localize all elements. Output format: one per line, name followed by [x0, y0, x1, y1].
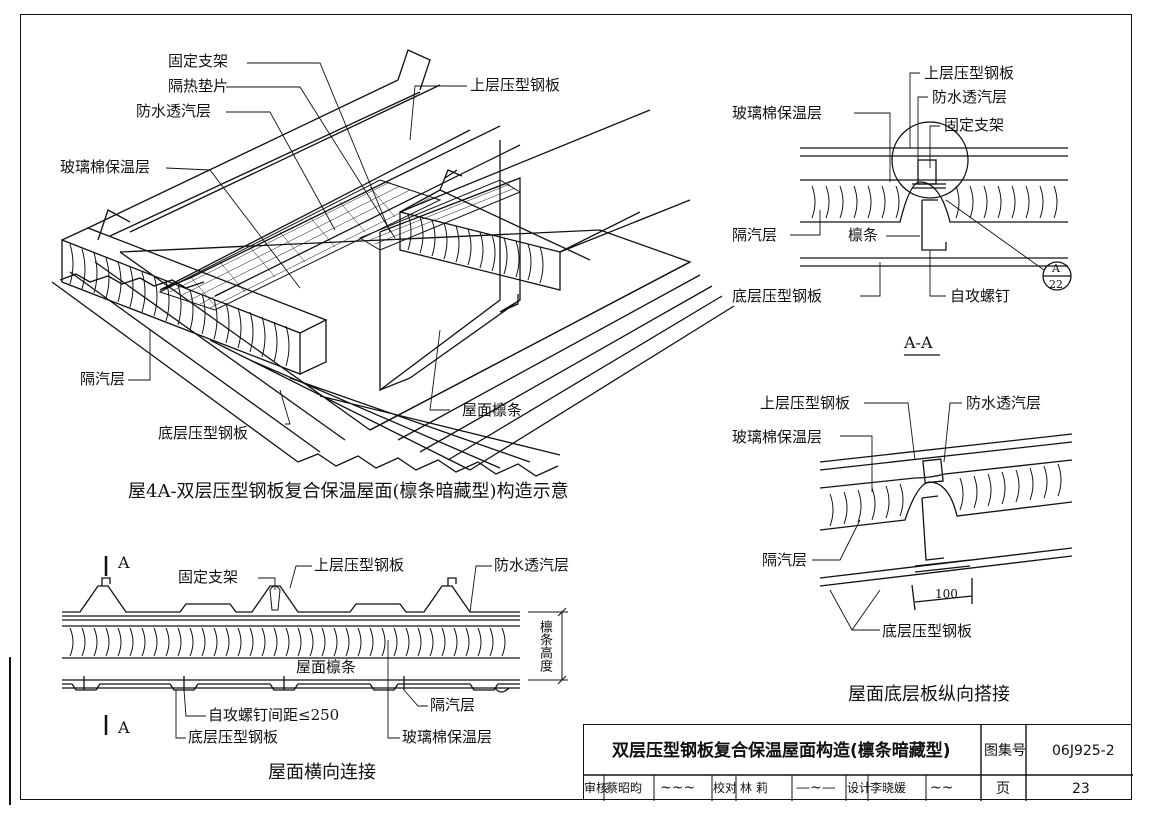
page-number: 23 [1072, 781, 1090, 797]
drawing-frame [20, 14, 1132, 800]
main-caption: 屋4A-双层压型钢板复合保温屋面(檩条暗藏型)构造示意 [128, 481, 569, 502]
reviewer-signature: ~~~ [660, 780, 696, 796]
check-label: 校对 [713, 781, 738, 795]
label-purlin: 屋面檩条 [462, 401, 523, 419]
tr-label-purlin: 屋面檩条 [296, 658, 357, 676]
detail-ref-bottom: 22 [1049, 278, 1063, 291]
designer-name: 李晓媛 [870, 781, 907, 795]
aa-label-insulation: 玻璃棉保温层 [732, 104, 823, 122]
lap-label-lower-panel: 底层压型钢板 [882, 622, 973, 640]
aa-label-vapor-barrier: 隔汽层 [732, 226, 778, 244]
aa-label-membrane: 防水透汽层 [932, 88, 1008, 106]
tr-label-lower-panel: 底层压型钢板 [188, 728, 279, 746]
title-block: 双层压型钢板复合保温屋面构造(檩条暗藏型) 图集号 06J925-2 审核 蔡昭… [583, 724, 1133, 801]
design-label: 设计 [847, 781, 872, 795]
lap-dimension: 100 [935, 587, 958, 601]
aa-label-upper-panel: 上层压型钢板 [924, 64, 1015, 82]
aa-label-bracket: 固定支架 [944, 116, 1005, 134]
designer-signature: ~~ [930, 780, 954, 796]
label-insulation: 玻璃棉保温层 [60, 158, 151, 176]
lap-label-insulation: 玻璃棉保温层 [732, 428, 823, 446]
tr-label-bracket: 固定支架 [178, 568, 239, 586]
tr-label-screw-spacing: 自攻螺钉间距≤250 [208, 706, 340, 724]
page-label: 页 [996, 781, 1010, 797]
aa-label-screw: 自攻螺钉 [950, 287, 1011, 305]
label-vapor-barrier: 隔汽层 [80, 370, 126, 388]
tr-label-vapor-barrier: 隔汽层 [430, 696, 476, 714]
tr-label-insulation: 玻璃棉保温层 [402, 728, 493, 746]
aa-label-purlin: 檩条 [848, 226, 879, 244]
section-mark-top: A [118, 553, 130, 572]
title-block-grid [584, 725, 1133, 801]
atlas-label: 图集号 [984, 743, 1026, 759]
lap-label-membrane: 防水透汽层 [966, 394, 1042, 412]
checker-name: 林 莉 [740, 781, 768, 795]
drawing-title: 双层压型钢板复合保温屋面构造(檩条暗藏型) [612, 741, 951, 761]
section-mark-bottom: A [118, 718, 130, 737]
reviewer-name: 蔡昭昀 [606, 781, 643, 795]
detail-ref-top: A [1052, 262, 1060, 275]
tr-label-membrane: 防水透汽层 [494, 556, 570, 574]
label-lower-panel: 底层压型钢板 [158, 424, 249, 442]
checker-signature: —~— [796, 780, 836, 796]
lap-caption: 屋面底层板纵向搭接 [848, 684, 1010, 705]
section-aa-caption: A-A [904, 333, 933, 352]
lap-label-upper-panel: 上层压型钢板 [760, 394, 851, 412]
atlas-number: 06J925-2 [1052, 743, 1115, 759]
transverse-caption: 屋面横向连接 [268, 762, 376, 783]
label-upper-panel: 上层压型钢板 [470, 76, 561, 94]
label-pad: 隔热垫片 [168, 77, 229, 95]
left-margin-mark [9, 657, 11, 805]
review-label: 审核 [584, 781, 609, 795]
label-bracket: 固定支架 [168, 52, 229, 70]
lap-label-vapor-barrier: 隔汽层 [762, 551, 808, 569]
tr-label-purlin-height: 檩条高度 [537, 620, 552, 672]
tr-label-upper-panel: 上层压型钢板 [314, 556, 405, 574]
aa-label-lower-panel: 底层压型钢板 [732, 287, 823, 305]
label-membrane: 防水透汽层 [136, 102, 212, 120]
